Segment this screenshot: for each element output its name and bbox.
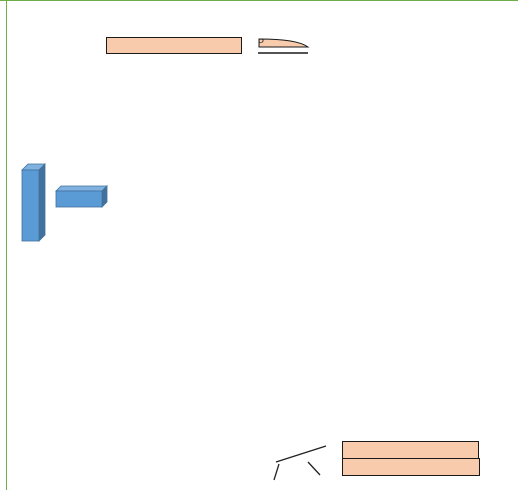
- sketch-line-right: [307, 461, 321, 476]
- tall-block-side: [38, 163, 46, 242]
- short-blue-block[interactable]: [54, 184, 110, 208]
- top-right-curved-widget[interactable]: [256, 36, 312, 58]
- short-block-front: [55, 190, 103, 208]
- sketch-line-left: [273, 463, 280, 481]
- short-block-top: [55, 185, 108, 192]
- tall-block-front: [21, 169, 40, 242]
- bottom-sketch-lines: [273, 445, 327, 481]
- frame-border-top: [0, 0, 518, 1]
- bottom-slot-upper[interactable]: [342, 441, 479, 459]
- curved-widget-glyph: P: [258, 37, 265, 47]
- frame-border-left: [6, 0, 7, 490]
- tall-blue-block[interactable]: [20, 162, 48, 244]
- bottom-slot-lower[interactable]: [342, 458, 480, 476]
- curved-widget-body: [258, 38, 310, 48]
- sketch-line-long: [275, 445, 327, 463]
- top-slot-rectangle[interactable]: [106, 37, 242, 54]
